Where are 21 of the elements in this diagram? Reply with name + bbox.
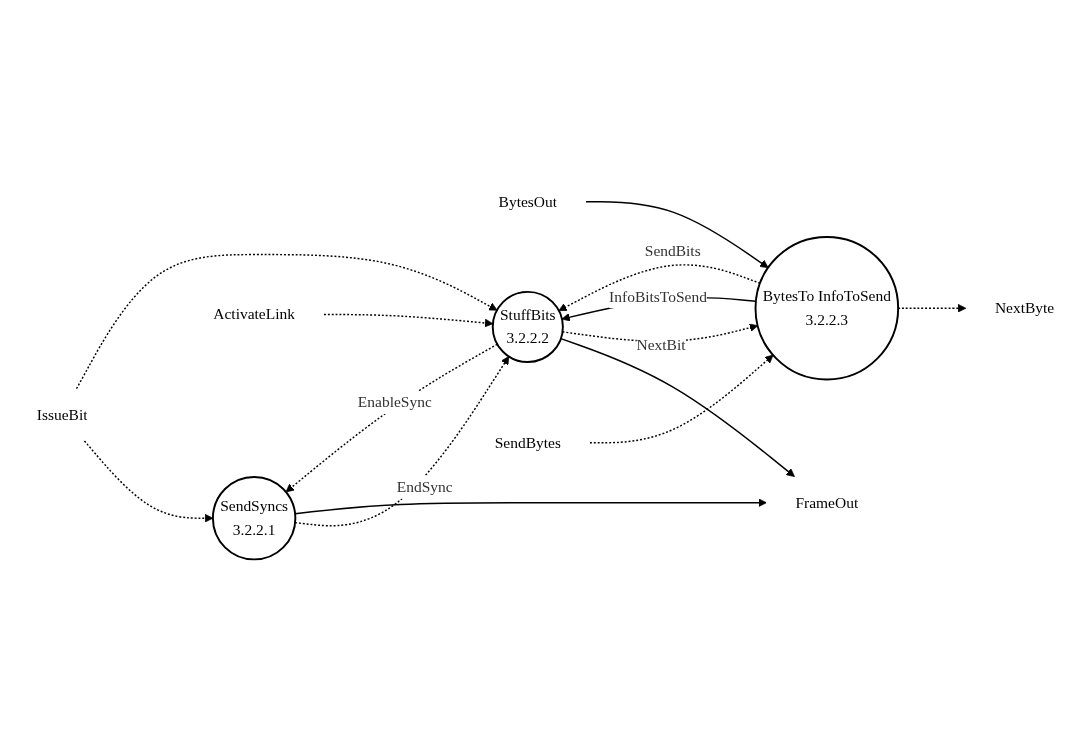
arrow — [589, 354, 774, 444]
node-text: ActivateLink — [213, 305, 295, 323]
edge-label: EndSync — [396, 478, 453, 495]
node-text: BytesOut — [498, 193, 558, 210]
arrow — [323, 313, 494, 328]
edge-label: NextBit — [636, 336, 686, 354]
node-text: NextByte — [994, 299, 1055, 316]
arrow — [75, 253, 498, 390]
node-circle: StuffBits 3.2.2.2 — [491, 290, 564, 363]
node-circle: SendSyncs 3.2.2.1 — [211, 475, 297, 561]
edge-label: SendBits — [644, 242, 701, 259]
edge-label: EnableSync — [357, 393, 432, 411]
arrow — [585, 201, 769, 269]
node-circle: BytesTo InfoToSend 3.2.2.3 — [754, 235, 900, 381]
arrow — [294, 498, 767, 515]
arrow — [83, 440, 214, 523]
arrow — [560, 337, 795, 477]
node-text: IssueBit — [36, 406, 88, 423]
node-text: FrameOut — [795, 493, 859, 511]
node-text: SendBytes — [494, 433, 561, 451]
edge-label: InfoBitsToSend — [609, 287, 707, 305]
